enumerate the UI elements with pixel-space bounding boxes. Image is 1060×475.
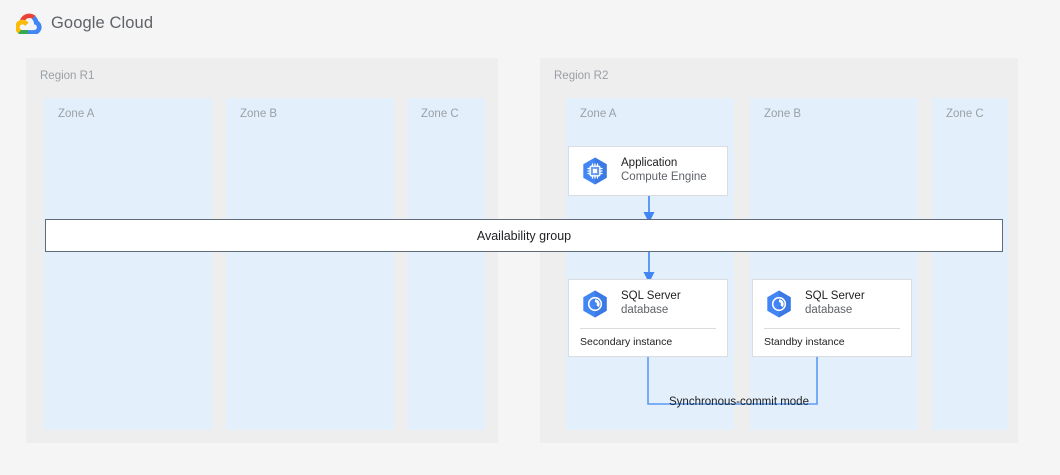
region-r2-zone-c-label: Zone C [946,108,984,120]
region-r2-zone-c: Zone C [932,98,1008,430]
synchronous-commit-mode-label-wrap: Synchronous-commit mode [663,392,815,410]
region-r1-zone-a: Zone A [44,98,212,430]
node-sql-server-standby-divider [764,328,900,329]
node-application-body: Application Compute Engine [569,147,727,195]
node-sql-server-standby-title: SQL Server [805,290,865,303]
node-sql-server-standby-footer: Standby instance [764,336,845,348]
compute-engine-icon [583,157,607,185]
node-application-subtitle: Compute Engine [621,171,707,183]
brand-name: Google Cloud [51,13,154,32]
google-cloud-logo-icon [16,13,42,34]
region-r2-zone-b-label: Zone B [764,108,802,120]
node-sql-server-secondary-body: SQL Server database [569,280,727,328]
region-r1-zone-c: Zone C [407,98,485,430]
availability-group-bar: Availability group [45,219,1003,252]
synchronous-commit-mode-label: Synchronous-commit mode [669,396,809,408]
region-r2-zone-b: Zone B [750,98,918,430]
region-r1-label: Region R1 [40,70,95,82]
node-application-title: Application [621,157,678,170]
availability-group-label: Availability group [476,228,572,243]
node-application-text: Application Compute Engine [621,157,707,184]
region-r2-zone-a-label: Zone A [580,108,617,120]
node-sql-server-standby-text: SQL Server database [805,290,865,317]
node-sql-server-standby-subtitle: database [805,304,853,316]
region-r1-zone-b: Zone B [226,98,394,430]
sql-server-database-icon [583,290,607,318]
sql-server-database-icon [767,290,791,318]
region-r2-label: Region R2 [554,70,609,82]
node-application-compute-engine[interactable]: Application Compute Engine [568,146,728,196]
region-r1-zone-c-label: Zone C [421,108,459,120]
node-sql-server-secondary-title: SQL Server [621,290,681,303]
node-sql-server-secondary-footer: Secondary instance [580,336,673,348]
node-sql-server-standby[interactable]: SQL Server database Standby instance [752,279,912,357]
node-sql-server-secondary-divider [580,328,716,329]
brand: Google Cloud [16,12,153,34]
region-r1-zone-a-label: Zone A [58,108,95,120]
page-header: Google Cloud [0,0,1060,47]
node-sql-server-secondary-text: SQL Server database [621,290,681,317]
node-sql-server-secondary[interactable]: SQL Server database Secondary instance [568,279,728,357]
node-sql-server-secondary-subtitle: database [621,304,669,316]
node-sql-server-standby-body: SQL Server database [753,280,911,328]
region-r1-zone-b-label: Zone B [240,108,278,120]
